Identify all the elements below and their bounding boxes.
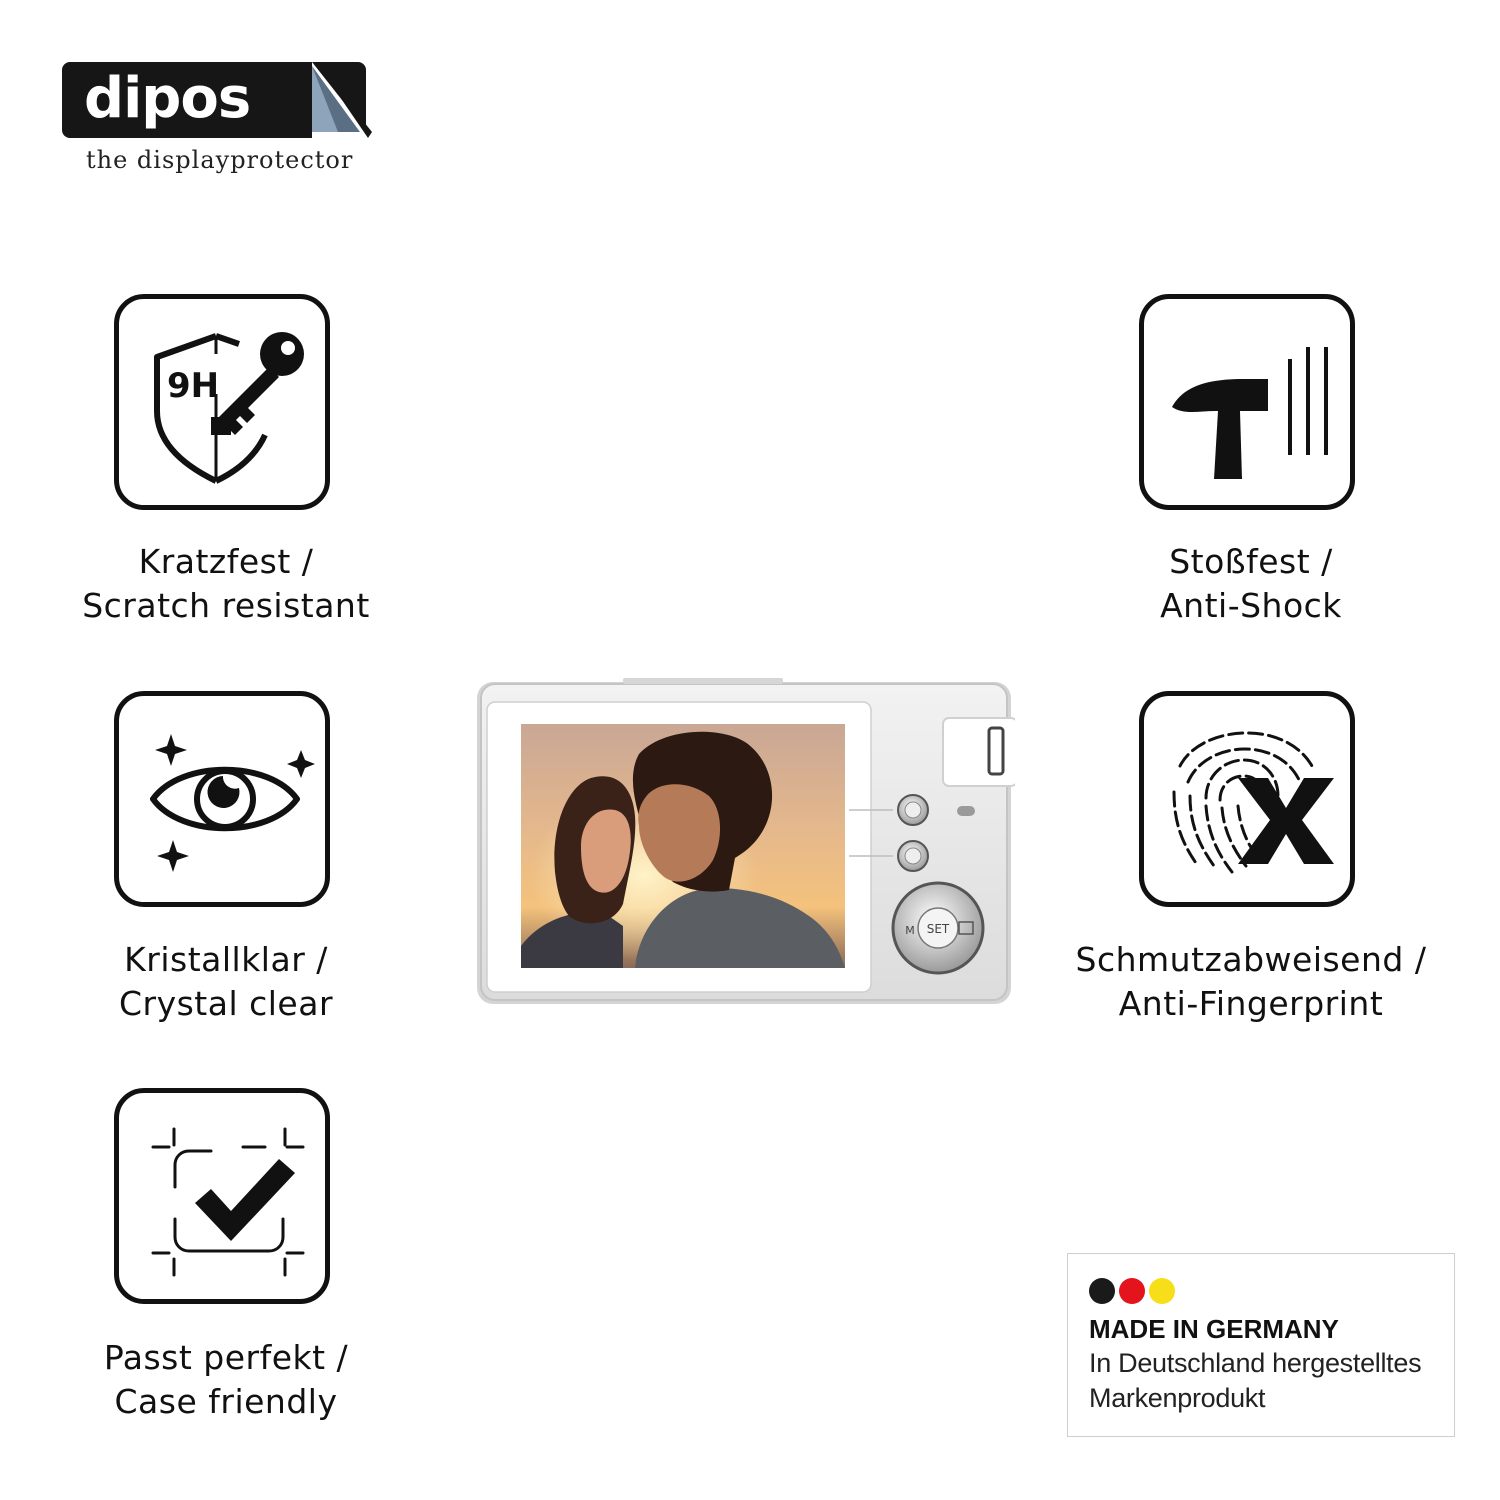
flag-dot-gold [1149,1278,1175,1304]
camera-set-label: SET [927,922,950,936]
flag-dot-black [1089,1278,1115,1304]
camera-product-image: SET M [477,678,1015,1004]
feature-tile-fingerprint [1139,691,1355,907]
feature-label-case: Passt perfekt / Case friendly [6,1336,446,1424]
brand-name: dipos [84,66,251,131]
badge-title: MADE IN GERMANY [1089,1314,1339,1344]
feature-label-line1: Passt perfekt / [103,1338,349,1377]
feature-tile-clear [114,691,330,907]
feature-label-line2: Anti-Shock [1160,586,1342,625]
flag-dot-red [1119,1278,1145,1304]
badge-line-2: Markenprodukt [1089,1383,1266,1413]
feature-tile-case [114,1088,330,1304]
brand-logo: dipos the displayprotector [62,62,372,182]
feature-label-line1: Kratzfest / [138,542,314,581]
badge-9h: 9H [167,366,219,406]
feature-label-shock: Stoßfest / Anti-Shock [1031,540,1471,628]
brand-tagline: the displayprotector [86,146,354,174]
anti-shock-hammer-icon [1172,347,1328,479]
badge-line-1: In Deutschland hergestelltes [1089,1348,1422,1378]
feature-label-line2: Case friendly [114,1382,338,1421]
feature-label-scratch: Kratzfest / Scratch resistant [6,540,446,628]
crystal-clear-eye-icon [150,734,315,872]
feature-label-clear: Kristallklar / Crystal clear [6,938,446,1026]
anti-fingerprint-icon [1172,731,1334,874]
camera-menu-label: M [905,924,915,937]
feature-label-fingerprint: Schmutzabweisend / Anti-Fingerprint [1031,938,1471,1026]
feature-label-line2: Anti-Fingerprint [1118,984,1384,1023]
feature-label-line1: Kristallklar / [124,940,328,979]
feature-label-line1: Schmutzabweisend / [1075,940,1427,979]
feature-tile-scratch: 9H [114,294,330,510]
scratch-resistant-9h-shield-key-icon: 9H [154,332,304,484]
logo-fold-icon [312,62,372,138]
feature-label-line2: Scratch resistant [82,586,370,625]
feature-tile-shock [1139,294,1355,510]
case-friendly-check-icon [151,1127,305,1277]
feature-label-line2: Crystal clear [118,984,334,1023]
made-in-germany-badge: MADE IN GERMANY In Deutschland hergestel… [1067,1253,1455,1437]
feature-label-line1: Stoßfest / [1169,542,1333,581]
